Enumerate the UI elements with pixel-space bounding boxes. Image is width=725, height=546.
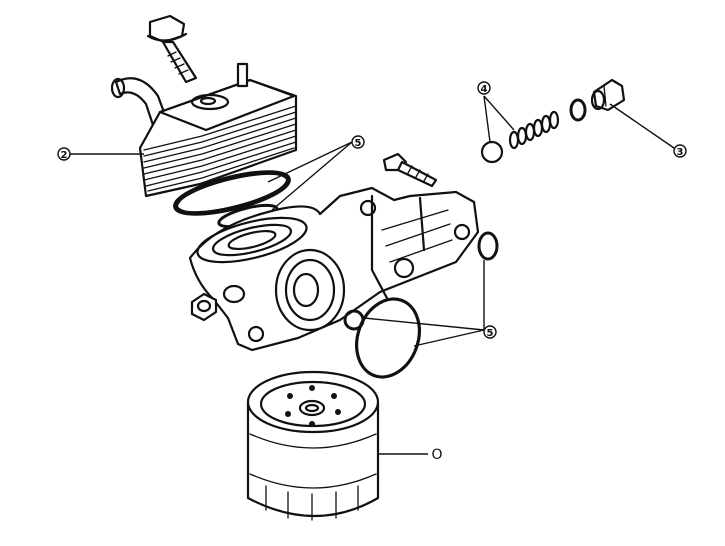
callout-3: 3 xyxy=(673,144,687,158)
callout-o: O xyxy=(431,447,442,463)
plug-seal-ring xyxy=(569,98,587,122)
housing-seal-ring-small xyxy=(343,309,365,331)
callout-2-label: 2 xyxy=(61,150,68,161)
housing-bolt xyxy=(382,152,438,188)
cooler-seal-ring xyxy=(173,170,291,216)
oil-cooler xyxy=(110,62,298,198)
valve-spring xyxy=(508,110,560,150)
callout-3-label: 3 xyxy=(677,147,684,158)
valve-plug xyxy=(590,78,626,112)
filter-housing xyxy=(188,186,480,352)
callout-2: 2 xyxy=(57,147,71,161)
drain-plug xyxy=(190,284,246,322)
oil-filter xyxy=(246,370,380,521)
callout-4: 4 xyxy=(477,81,491,95)
callout-5-top: 5 xyxy=(351,135,365,149)
callout-4-label: 4 xyxy=(481,84,488,95)
cooler-bolt xyxy=(146,14,198,84)
callout-5-top-label: 5 xyxy=(355,138,362,149)
side-seal-ring xyxy=(477,231,499,261)
callout-o-label: O xyxy=(431,447,442,463)
callout-5-bottom: 5 xyxy=(483,325,497,339)
callout-5-bottom-label: 5 xyxy=(487,328,494,339)
leader-lines xyxy=(70,95,675,455)
valve-ball xyxy=(480,140,504,164)
